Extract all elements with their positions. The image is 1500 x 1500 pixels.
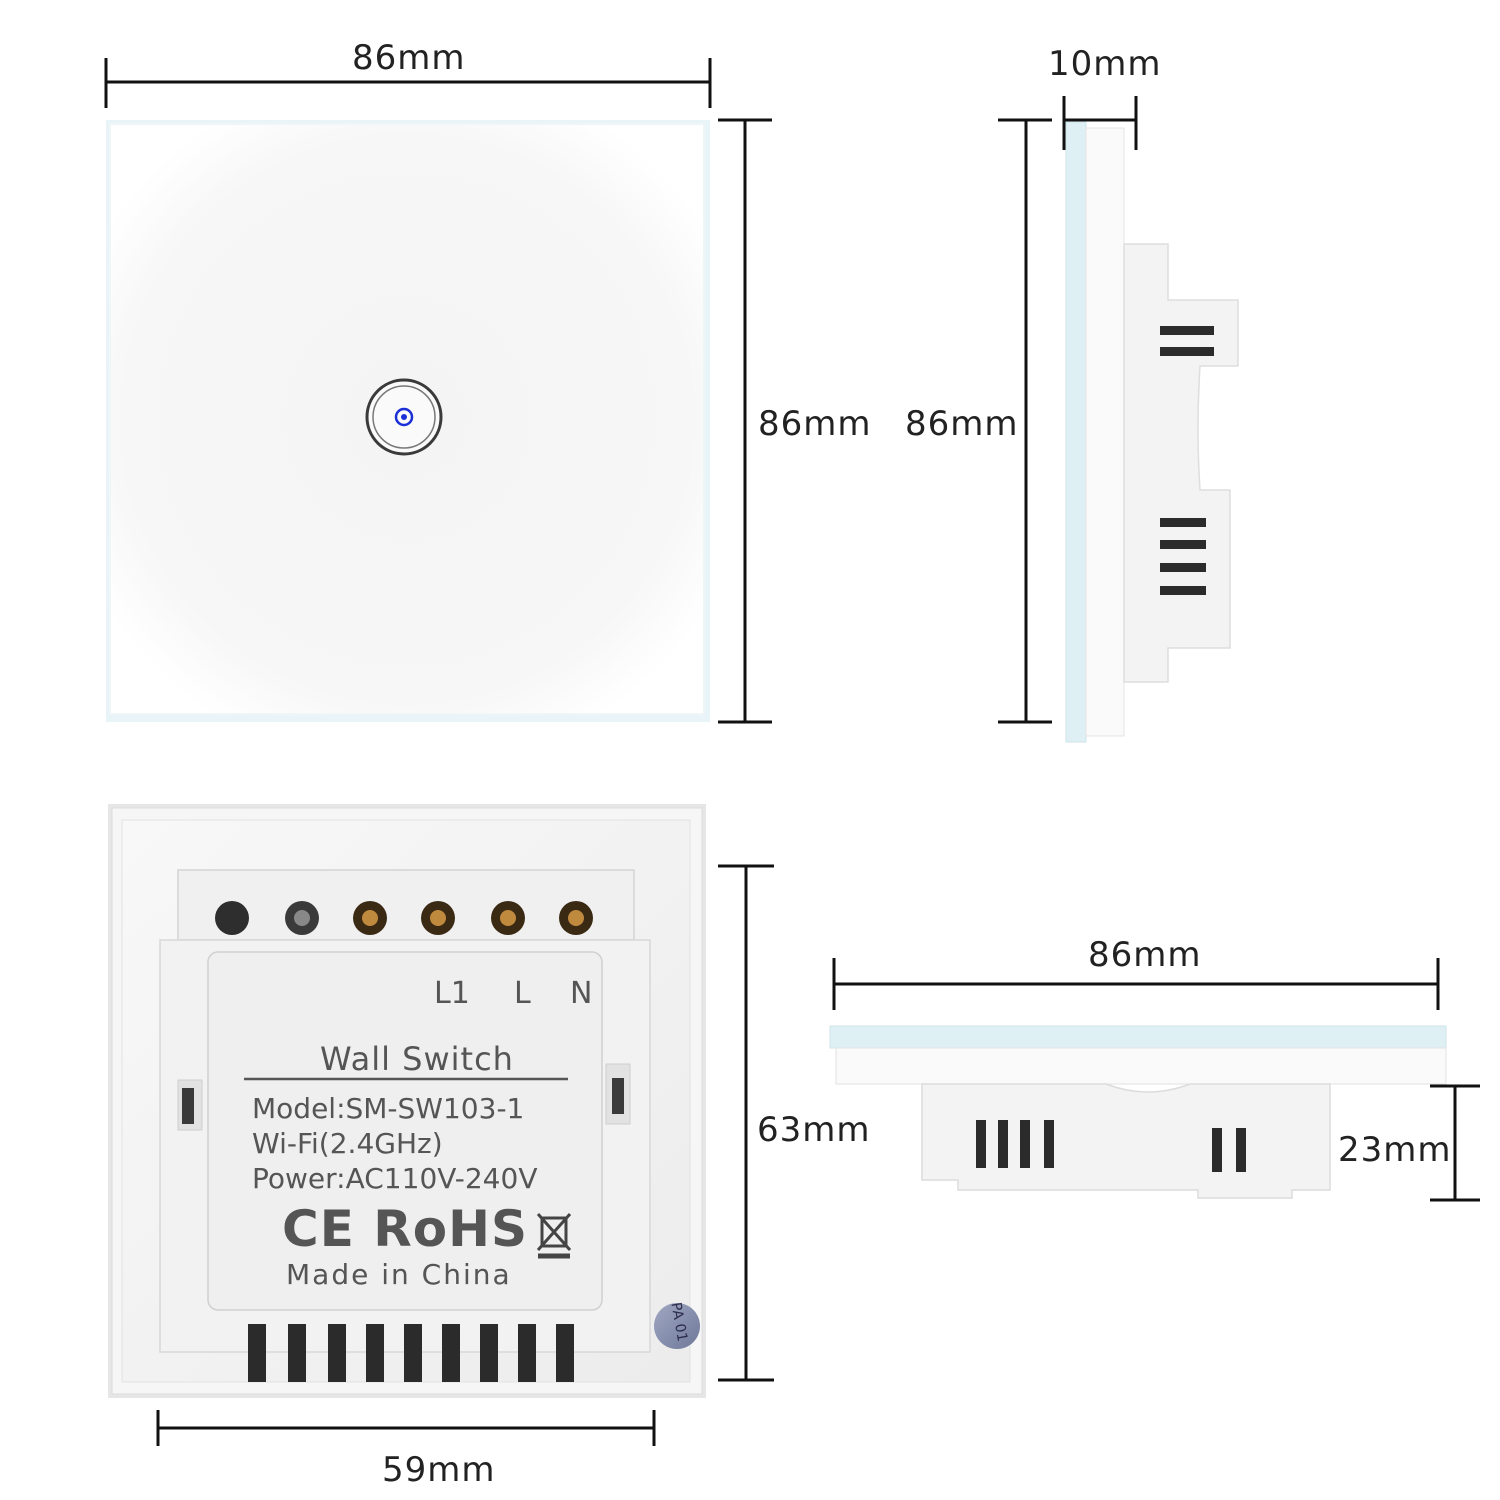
front-width-label: 86mm — [352, 38, 466, 78]
front-height-dimension-line — [718, 118, 772, 724]
label-power: Power:AC110V-240V — [252, 1162, 538, 1195]
label-wifi: Wi-Fi(2.4GHz) — [252, 1127, 443, 1160]
back-height-label: 63mm — [757, 1110, 871, 1150]
front-view — [106, 120, 710, 722]
label-title: Wall Switch — [320, 1040, 514, 1078]
terminal-label-n: N — [570, 976, 593, 1011]
bottom-depth-label: 23mm — [1338, 1130, 1452, 1170]
bottom-glass — [829, 1025, 1447, 1049]
side-glass — [1065, 121, 1087, 743]
bottom-vent-slots-right — [1212, 1128, 1246, 1172]
back-height-dimension-line — [718, 864, 774, 1382]
bottom-vent-slots-left — [976, 1120, 1054, 1168]
led-dot — [401, 414, 407, 420]
side-vent-slots-bottom — [1160, 518, 1206, 595]
bottom-width-dimension-line — [832, 958, 1440, 1010]
bottom-frame — [835, 1047, 1447, 1085]
label-area — [207, 951, 603, 1311]
led-indicator-icon — [394, 407, 414, 427]
front-height-label: 86mm — [758, 404, 872, 444]
label-model: Model:SM-SW103-1 — [252, 1092, 525, 1125]
bottom-view — [829, 1025, 1447, 1199]
clip-slot-left — [182, 1088, 194, 1124]
bottom-body — [921, 1083, 1331, 1199]
touch-button-inner-ring — [372, 385, 436, 449]
label-origin: Made in China — [286, 1258, 512, 1291]
round-sticker — [654, 1303, 700, 1349]
terminal-block — [177, 869, 635, 941]
side-height-label: 86mm — [905, 404, 1019, 444]
side-depth-label: 10mm — [1048, 44, 1162, 84]
terminal-screws — [215, 901, 593, 935]
back-width-dimension-line — [156, 1410, 656, 1446]
weee-bin-icon — [536, 1213, 572, 1259]
side-depth-dimension-line — [1062, 96, 1138, 150]
side-vent-slots-top — [1160, 326, 1214, 356]
bottom-vent-fins — [248, 1324, 574, 1382]
clip-slot-right — [612, 1078, 624, 1114]
terminal-label-l1: L1 — [434, 976, 470, 1011]
label-cert-marks: CE RoHS — [282, 1200, 528, 1258]
side-view — [1065, 121, 1239, 743]
bottom-width-label: 86mm — [1088, 935, 1202, 975]
side-frame — [1085, 127, 1125, 737]
bottom-depth-dimension-line — [1430, 1084, 1480, 1202]
front-width-dimension-line — [104, 58, 712, 108]
side-height-dimension-line — [998, 118, 1052, 724]
terminal-label-l: L — [514, 976, 531, 1011]
back-view — [108, 804, 706, 1398]
side-body — [1123, 243, 1239, 683]
back-width-label: 59mm — [382, 1450, 496, 1490]
